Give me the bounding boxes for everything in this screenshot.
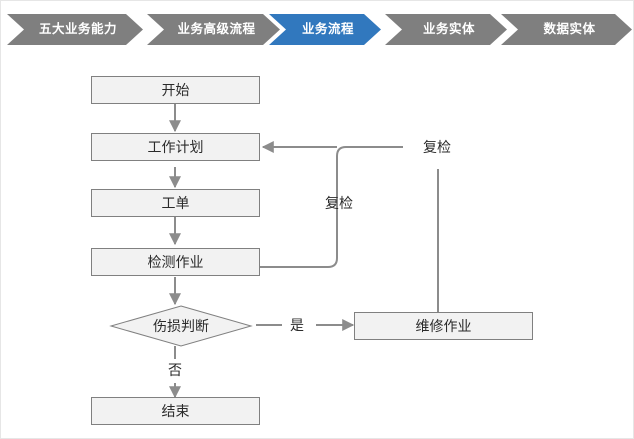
breadcrumb-item-5-label: 数据实体: [543, 21, 596, 37]
breadcrumb-item-4-label: 业务实体: [422, 21, 475, 37]
node-order-label: 工单: [161, 196, 190, 212]
breadcrumb: 五大业务能力 业务高级流程 业务流程 业务实体 数据实体: [1, 14, 633, 45]
edge-label-no: 否: [162, 360, 188, 380]
node-judge-label: 伤损判断: [153, 319, 209, 335]
breadcrumb-chevron-2[interactable]: [147, 14, 280, 45]
breadcrumb-item-3[interactable]: 业务流程: [286, 14, 364, 45]
node-start-label: 开始: [161, 83, 190, 99]
breadcrumb-item-5[interactable]: 数据实体: [518, 14, 615, 45]
edge-label-recheck-inner-text: 复检: [325, 196, 353, 212]
node-judge-label-wrap[interactable]: 伤损判断: [111, 314, 251, 338]
edge-inspect-recheck-to-plan: [260, 146, 403, 268]
node-judge-shape[interactable]: [109, 305, 253, 347]
breadcrumb-chevron-4[interactable]: [385, 14, 507, 45]
edge-label-yes-text: 是: [290, 318, 304, 334]
breadcrumb-chevron-1[interactable]: [7, 14, 143, 45]
edge-label-recheck-outer-text: 复检: [423, 140, 451, 156]
breadcrumb-chevron-5[interactable]: [501, 14, 632, 45]
breadcrumb-item-2[interactable]: 业务高级流程: [164, 14, 263, 45]
node-plan-label: 工作计划: [147, 140, 204, 156]
breadcrumb-chevrons: [7, 14, 632, 45]
node-repair[interactable]: 维修作业: [354, 312, 533, 340]
breadcrumb-item-2-label: 业务高级流程: [177, 21, 256, 37]
edge-label-recheck-inner: 复检: [313, 193, 365, 213]
node-plan[interactable]: 工作计划: [91, 133, 260, 161]
node-inspect[interactable]: 检测作业: [91, 248, 260, 276]
node-end[interactable]: 结束: [91, 397, 260, 425]
node-start[interactable]: 开始: [91, 76, 260, 104]
node-end-label: 结束: [161, 404, 190, 420]
breadcrumb-chevron-3[interactable]: [269, 14, 381, 45]
edge-label-recheck-outer: 复检: [411, 137, 463, 157]
edge-label-no-text: 否: [168, 363, 182, 379]
breadcrumb-item-4[interactable]: 业务实体: [402, 14, 490, 45]
edge-label-yes: 是: [284, 315, 310, 335]
breadcrumb-item-3-label: 业务流程: [301, 21, 354, 37]
node-inspect-label: 检测作业: [147, 255, 204, 271]
breadcrumb-item-1[interactable]: 五大业务能力: [24, 14, 126, 45]
node-order[interactable]: 工单: [91, 189, 260, 217]
node-repair-label: 维修作业: [415, 319, 472, 335]
breadcrumb-item-1-label: 五大业务能力: [38, 21, 117, 37]
